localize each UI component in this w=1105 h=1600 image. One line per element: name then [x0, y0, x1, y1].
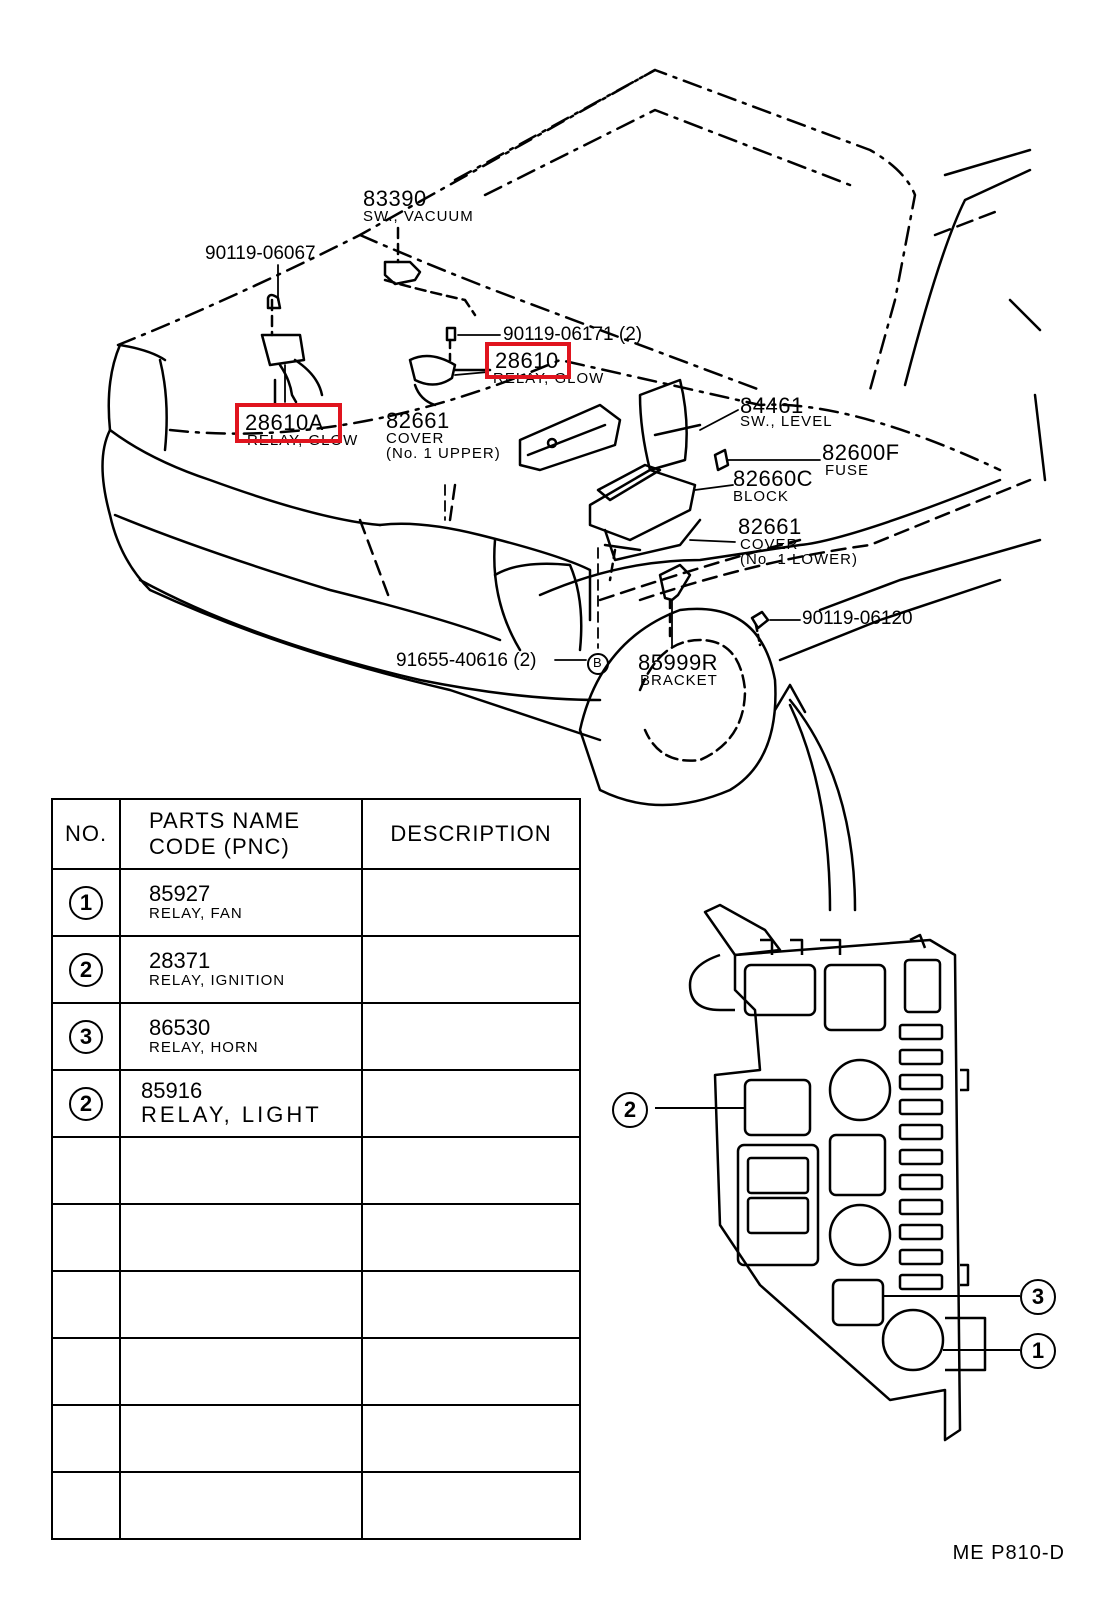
bracket [658, 563, 692, 602]
part-90119-06171-code: 90119-06171 (2) [503, 324, 643, 345]
part-83390-name: SW., VACUUM [363, 208, 474, 225]
header-description: DESCRIPTION [361, 798, 581, 870]
table-row-empty [51, 1404, 581, 1473]
headlight [493, 562, 583, 652]
part-82661-lower-code: 82661 [738, 514, 802, 539]
row-code: 86530 [149, 1015, 211, 1040]
glow-relay-left [260, 333, 306, 367]
row-description [361, 935, 581, 1004]
highlight-28610A [235, 403, 342, 443]
row-description [361, 1002, 581, 1071]
part-82661-upper-name: COVER [386, 430, 445, 447]
windshield-outline [453, 68, 917, 392]
header-no: NO. [51, 798, 121, 870]
bumper [101, 343, 602, 742]
row-no: 2 [69, 952, 103, 987]
row-description [361, 1069, 581, 1138]
part-28610A-code: 28610A [245, 410, 324, 435]
row-description [361, 868, 581, 937]
part-82661-upper-code: 82661 [386, 408, 450, 433]
part-82660C-code: 82660C [733, 466, 814, 491]
fuse [713, 448, 730, 472]
callout-3: 3 [1020, 1279, 1056, 1315]
row-no: 2 [69, 1086, 103, 1121]
header-pnc-line1: PARTS NAME [149, 808, 300, 833]
part-85999R-code: 85999R [638, 650, 719, 675]
wheel [578, 607, 777, 807]
header-pnc-line2: CODE (PNC) [149, 834, 290, 859]
row-no: 3 [69, 1019, 103, 1054]
part-90119-06120-code: 90119-06120 [802, 608, 913, 629]
windshield-inner [483, 108, 852, 197]
part-84461-code: 84461 [740, 393, 804, 418]
table-row-empty [51, 1337, 581, 1406]
part-82661-lower-sub: (No. 1 LOWER) [740, 551, 859, 568]
cover-upper [518, 403, 622, 472]
callout-2: 2 [612, 1092, 648, 1128]
table-row-empty [51, 1471, 581, 1540]
part-82660C-name: BLOCK [733, 488, 789, 505]
ref-b-label: B [593, 655, 602, 670]
vacuum-switch [383, 260, 422, 286]
part-85999R-name: BRACKET [640, 672, 718, 689]
row-name: RELAY, HORN [149, 1039, 259, 1056]
part-91655-40616-code: 91655-40616 (2) [396, 650, 537, 671]
row-name: RELAY, IGNITION [149, 972, 286, 989]
row-code: 85927 [149, 881, 211, 906]
relay-block [588, 468, 697, 542]
diagram-reference-code: ME P810-D [952, 1542, 1065, 1564]
detail-arrow [788, 698, 857, 912]
table-row-empty [51, 1136, 581, 1205]
highlight-28610 [485, 342, 571, 379]
table-header-row: NO. PARTS NAME CODE (PNC) DESCRIPTION [51, 798, 581, 870]
part-82661-lower-name: COVER [740, 536, 799, 553]
level-switch [638, 378, 688, 472]
part-84461-name: SW., LEVEL [740, 413, 833, 430]
part-90119-06067-code: 90119-06067 [205, 243, 316, 264]
row-code: 85916 [141, 1077, 203, 1103]
part-82661-upper-sub: (No. 1 UPPER) [386, 445, 501, 462]
row-code: 28371 [149, 948, 211, 973]
glow-relay-right [408, 354, 457, 386]
table-row-empty [51, 1203, 581, 1272]
table-row-empty [51, 1270, 581, 1339]
row-no: 1 [69, 885, 103, 920]
callout-1: 1 [1020, 1333, 1056, 1369]
relay-block-detail [655, 903, 1020, 1442]
row-name: RELAY, LIGHT [141, 1101, 322, 1127]
part-28610-code: 28610 [495, 348, 559, 373]
parts-table: NO. PARTS NAME CODE (PNC) DESCRIPTION 1 … [51, 798, 581, 1540]
part-83390-code: 83390 [363, 186, 427, 211]
part-82600F-code: 82600F [822, 440, 900, 465]
header-pnc: PARTS NAME CODE (PNC) [119, 798, 363, 870]
part-82600F-name: FUSE [825, 462, 870, 479]
row-name: RELAY, FAN [149, 905, 243, 922]
